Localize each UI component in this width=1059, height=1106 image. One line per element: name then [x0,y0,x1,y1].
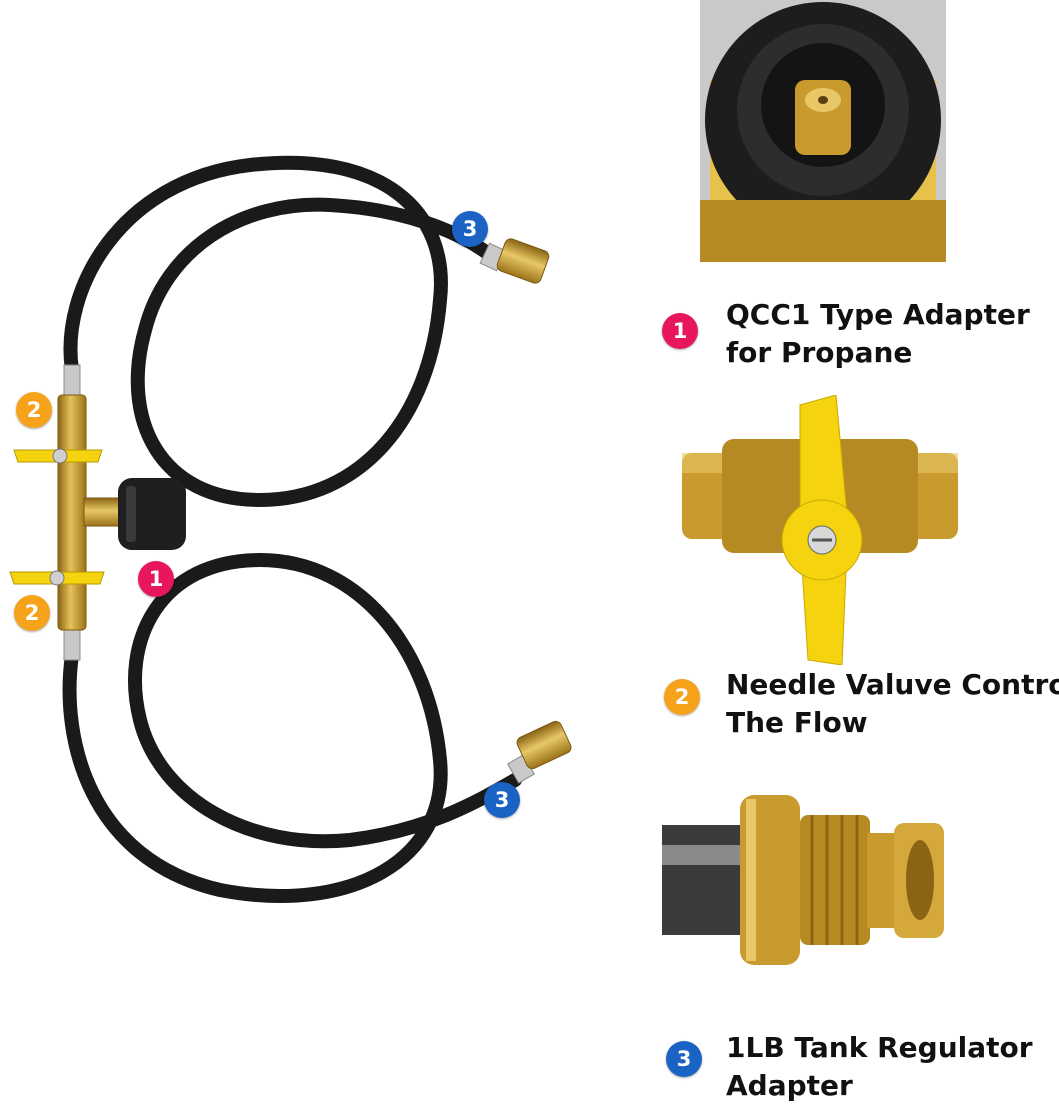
lower-ferrule [63,629,81,661]
detail-photo-needle-valve [682,395,958,665]
product-photo-hose-assembly [9,155,572,903]
legend-label-3: 1LB Tank Regulator Adapter [726,1029,1033,1105]
legend-label-1: QCC1 Type Adapter for Propane [726,296,1030,372]
legend-label-2-line1: Needle Valuve Control [726,668,1059,701]
tee-branch [83,497,123,527]
legend-label-1-line2: for Propane [726,336,913,369]
legend-badge-2: 2 [664,679,700,715]
badge-3-bottom: 3 [484,782,520,818]
qcc1-coupler-highlight [126,486,136,542]
detail-photo-qcc1-coupler [700,0,946,262]
upper-hose [63,155,497,508]
lower-end-fitting [507,720,572,784]
legend-label-2-line2: The Flow [726,706,868,739]
detail-photo-1lb-adapter [662,785,952,975]
upper-end-fitting [479,238,550,284]
legend-label-2: Needle Valuve Control The Flow [726,666,1059,742]
badge-3-top: 3 [452,211,488,247]
tee-vertical-body [57,394,87,631]
badge-1: 1 [138,561,174,597]
badge-2-bottom: 2 [14,595,50,631]
lower-valve-handle [9,570,105,586]
lower-hose [62,552,522,903]
legend-label-3-line1: 1LB Tank Regulator [726,1031,1033,1064]
legend-label-3-line2: Adapter [726,1069,853,1102]
legend-label-1-line1: QCC1 Type Adapter [726,298,1030,331]
legend-badge-1: 1 [662,313,698,349]
badge-2-top: 2 [16,392,52,428]
upper-ferrule [63,364,81,396]
upper-valve-handle [13,448,103,464]
legend-badge-3: 3 [666,1041,702,1077]
